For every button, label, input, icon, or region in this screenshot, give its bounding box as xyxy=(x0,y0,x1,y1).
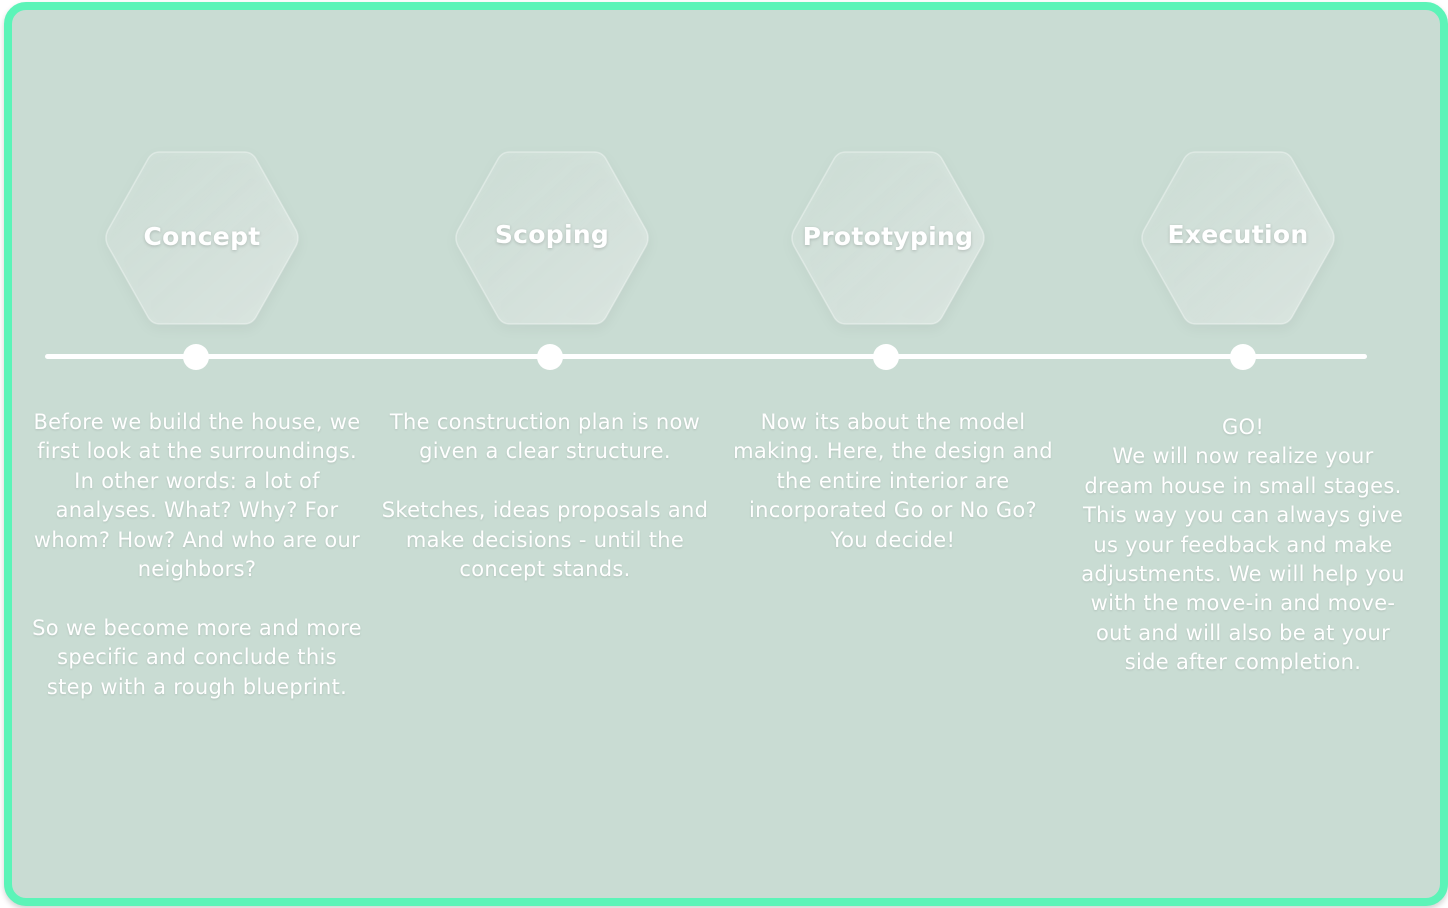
hexagon-shape xyxy=(105,151,299,325)
step-hexagon-scoping: Scoping xyxy=(452,148,652,328)
step-title-execution: Execution xyxy=(1167,220,1309,249)
step-title-concept: Concept xyxy=(143,222,261,251)
timeline-line xyxy=(45,354,1367,359)
step-description-concept: Before we build the house, we first look… xyxy=(32,410,362,699)
step-title-prototyping: Prototyping xyxy=(802,222,974,251)
step-description-execution: GO! We will now realize your dream house… xyxy=(1081,415,1405,675)
timeline-dot-concept xyxy=(183,344,209,370)
step-hexagon-concept: Concept xyxy=(102,148,302,328)
step-hexagon-execution: Execution xyxy=(1138,148,1338,328)
timeline-dot-scoping xyxy=(537,344,563,370)
timeline-card: Concept Before we build the house, we fi… xyxy=(4,2,1448,906)
step-title-scoping: Scoping xyxy=(494,220,610,249)
hexagon-shape xyxy=(791,151,985,325)
step-hexagon-prototyping: Prototyping xyxy=(788,148,988,328)
hexagon-shape xyxy=(455,151,649,325)
step-description-scoping: The construction plan is now given a cle… xyxy=(381,410,709,582)
timeline-dot-prototyping xyxy=(873,344,899,370)
timeline-dot-execution xyxy=(1230,344,1256,370)
hexagon-shape xyxy=(1141,151,1335,325)
step-description-prototyping: Now its about the model making. Here, th… xyxy=(733,410,1053,552)
